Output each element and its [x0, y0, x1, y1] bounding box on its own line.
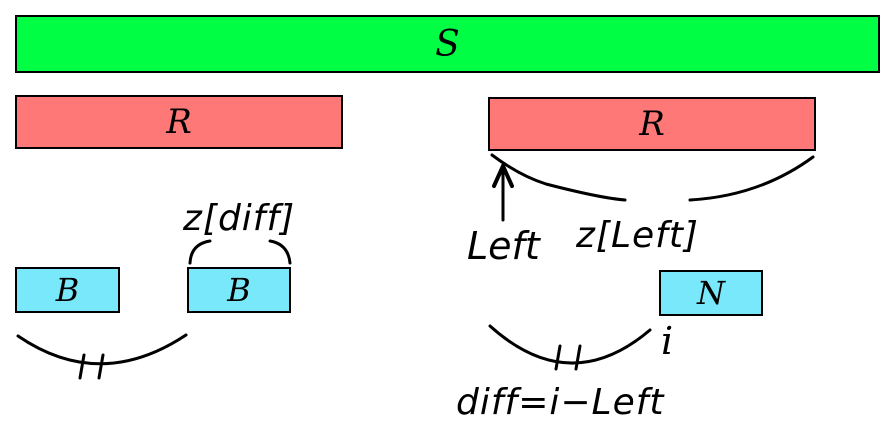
arrow-head [492, 161, 514, 188]
tick-right-2 [574, 344, 582, 371]
label-z-left: z[Left] [576, 215, 699, 256]
block-b-right: B [187, 267, 291, 313]
block-n: N [659, 270, 763, 316]
brace-under-n [488, 324, 652, 365]
brace-under-right-r [490, 153, 815, 202]
label-left: Left [467, 224, 540, 268]
segment-r-right: R [488, 97, 816, 151]
label-z-diff: z[diff] [183, 198, 296, 239]
brace-z-diff [188, 239, 292, 265]
segment-r-left: R [15, 95, 343, 149]
label-diff-equation: diff=i−Left [456, 382, 665, 423]
label-i: i [661, 319, 674, 363]
string-s-bar: S [15, 15, 880, 73]
block-b-left: B [15, 267, 120, 313]
tick-right-1 [554, 344, 562, 371]
tick-left-1 [78, 353, 86, 380]
tick-left-2 [97, 353, 105, 380]
